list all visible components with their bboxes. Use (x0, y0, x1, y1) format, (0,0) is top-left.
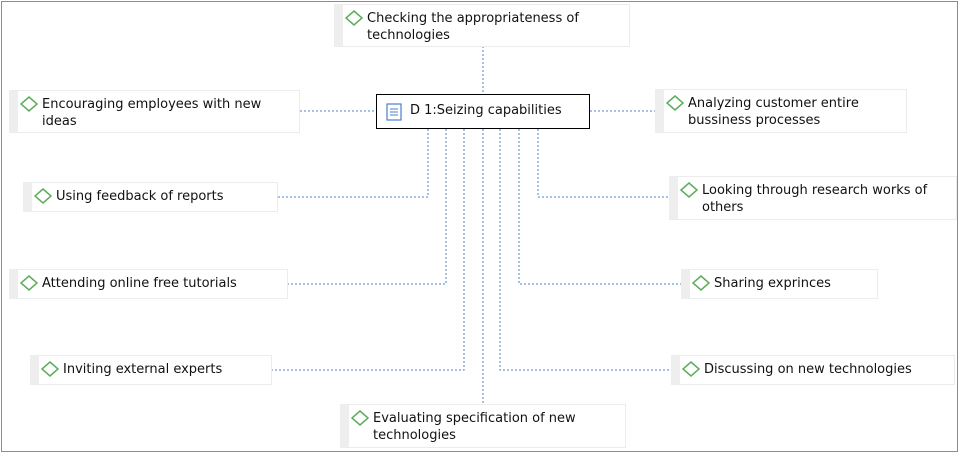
node-r2[interactable]: Looking through research works of others (669, 176, 957, 220)
node-l2[interactable]: Using feedback of reports (23, 182, 278, 212)
node-label: Discussing on new technologies (704, 362, 912, 377)
node-label: Analyzing customer entire bussiness proc… (688, 96, 859, 128)
connector-r4 (499, 129, 672, 371)
connector-r3 (518, 129, 681, 285)
node-l4[interactable]: Inviting external experts (30, 355, 272, 385)
diamond-icon (345, 10, 363, 26)
document-icon (386, 103, 402, 121)
node-top[interactable]: Checking the appropriateness of technolo… (334, 4, 630, 47)
node-r1[interactable]: Analyzing customer entire bussiness proc… (655, 89, 907, 133)
node-r3[interactable]: Sharing exprinces (681, 269, 878, 299)
diamond-icon (20, 275, 38, 291)
node-label: Evaluating specification of new technolo… (373, 411, 576, 443)
node-label: Sharing exprinces (714, 276, 831, 291)
central-topic-label: D 1:Seizing capabilities (410, 103, 562, 118)
node-l1[interactable]: Encouraging employees with new ideas (9, 90, 300, 133)
diamond-icon (692, 275, 710, 291)
diamond-icon (680, 182, 698, 198)
node-l3[interactable]: Attending online free tutorials (9, 269, 288, 299)
node-r4[interactable]: Discussing on new technologies (671, 355, 955, 385)
node-label: Checking the appropriateness of technolo… (367, 11, 579, 43)
node-label: Inviting external experts (63, 362, 223, 377)
node-label: Looking through research works of others (702, 183, 928, 215)
diamond-icon (34, 188, 52, 204)
diamond-icon (666, 95, 684, 111)
node-label: Using feedback of reports (56, 189, 224, 204)
node-bottom[interactable]: Evaluating specification of new technolo… (340, 404, 626, 448)
connector-l4 (272, 129, 465, 371)
connector-l2 (278, 129, 429, 198)
central-topic-box[interactable]: D 1:Seizing capabilities (376, 94, 590, 129)
node-label: Encouraging employees with new ideas (42, 97, 262, 129)
node-label: Attending online free tutorials (42, 276, 237, 291)
connector-l3 (288, 129, 447, 285)
diamond-icon (682, 361, 700, 377)
connector-r2 (537, 129, 670, 198)
diamond-icon (351, 410, 369, 426)
diamond-icon (41, 361, 59, 377)
diamond-icon (20, 96, 38, 112)
